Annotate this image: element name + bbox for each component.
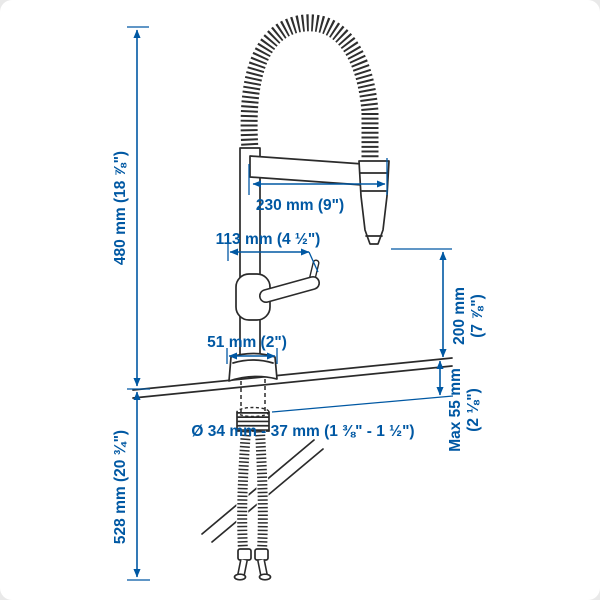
ext-line-counter-underside [271,395,454,413]
label-total-height: 480 mm (18 ⅞") [112,151,129,265]
label-max-deck-thickness-mm: Max 55 mm [447,368,464,452]
label-spout-reach: 230 mm (9") [256,197,344,214]
supply-hose-right [254,430,272,581]
leader-113-handle [308,251,319,273]
mounting-hole-ellipse [236,406,270,418]
label-spray-clearance-mm: 200 mm [451,287,468,345]
label-handle-clearance: 113 mm (4 ½") [216,231,321,248]
label-hole-diameter: Ø 34 mm - 37 mm (1 ⅜" - 1 ½") [191,423,414,440]
countertop-lines [132,357,453,399]
supply-hose-left [233,430,252,581]
spout-arm [249,155,378,187]
label-below-counter: 528 mm (20 ¾") [112,430,129,544]
label-max-deck-thickness-in: (2 ⅛") [465,388,482,432]
label-base-diameter: 51 mm (2") [207,334,287,351]
dimension-annotations: 480 mm (18 ⅞") 528 mm (20 ¾") 230 mm (9"… [112,26,486,581]
faucet-base [228,352,278,382]
spring-coil-hose [240,14,379,158]
handle-lever [259,259,320,303]
faucet-drawing [228,14,390,382]
label-spray-clearance-in: (7 ⅞") [469,294,486,338]
below-counter-assembly [233,379,272,581]
spray-head [358,160,390,245]
